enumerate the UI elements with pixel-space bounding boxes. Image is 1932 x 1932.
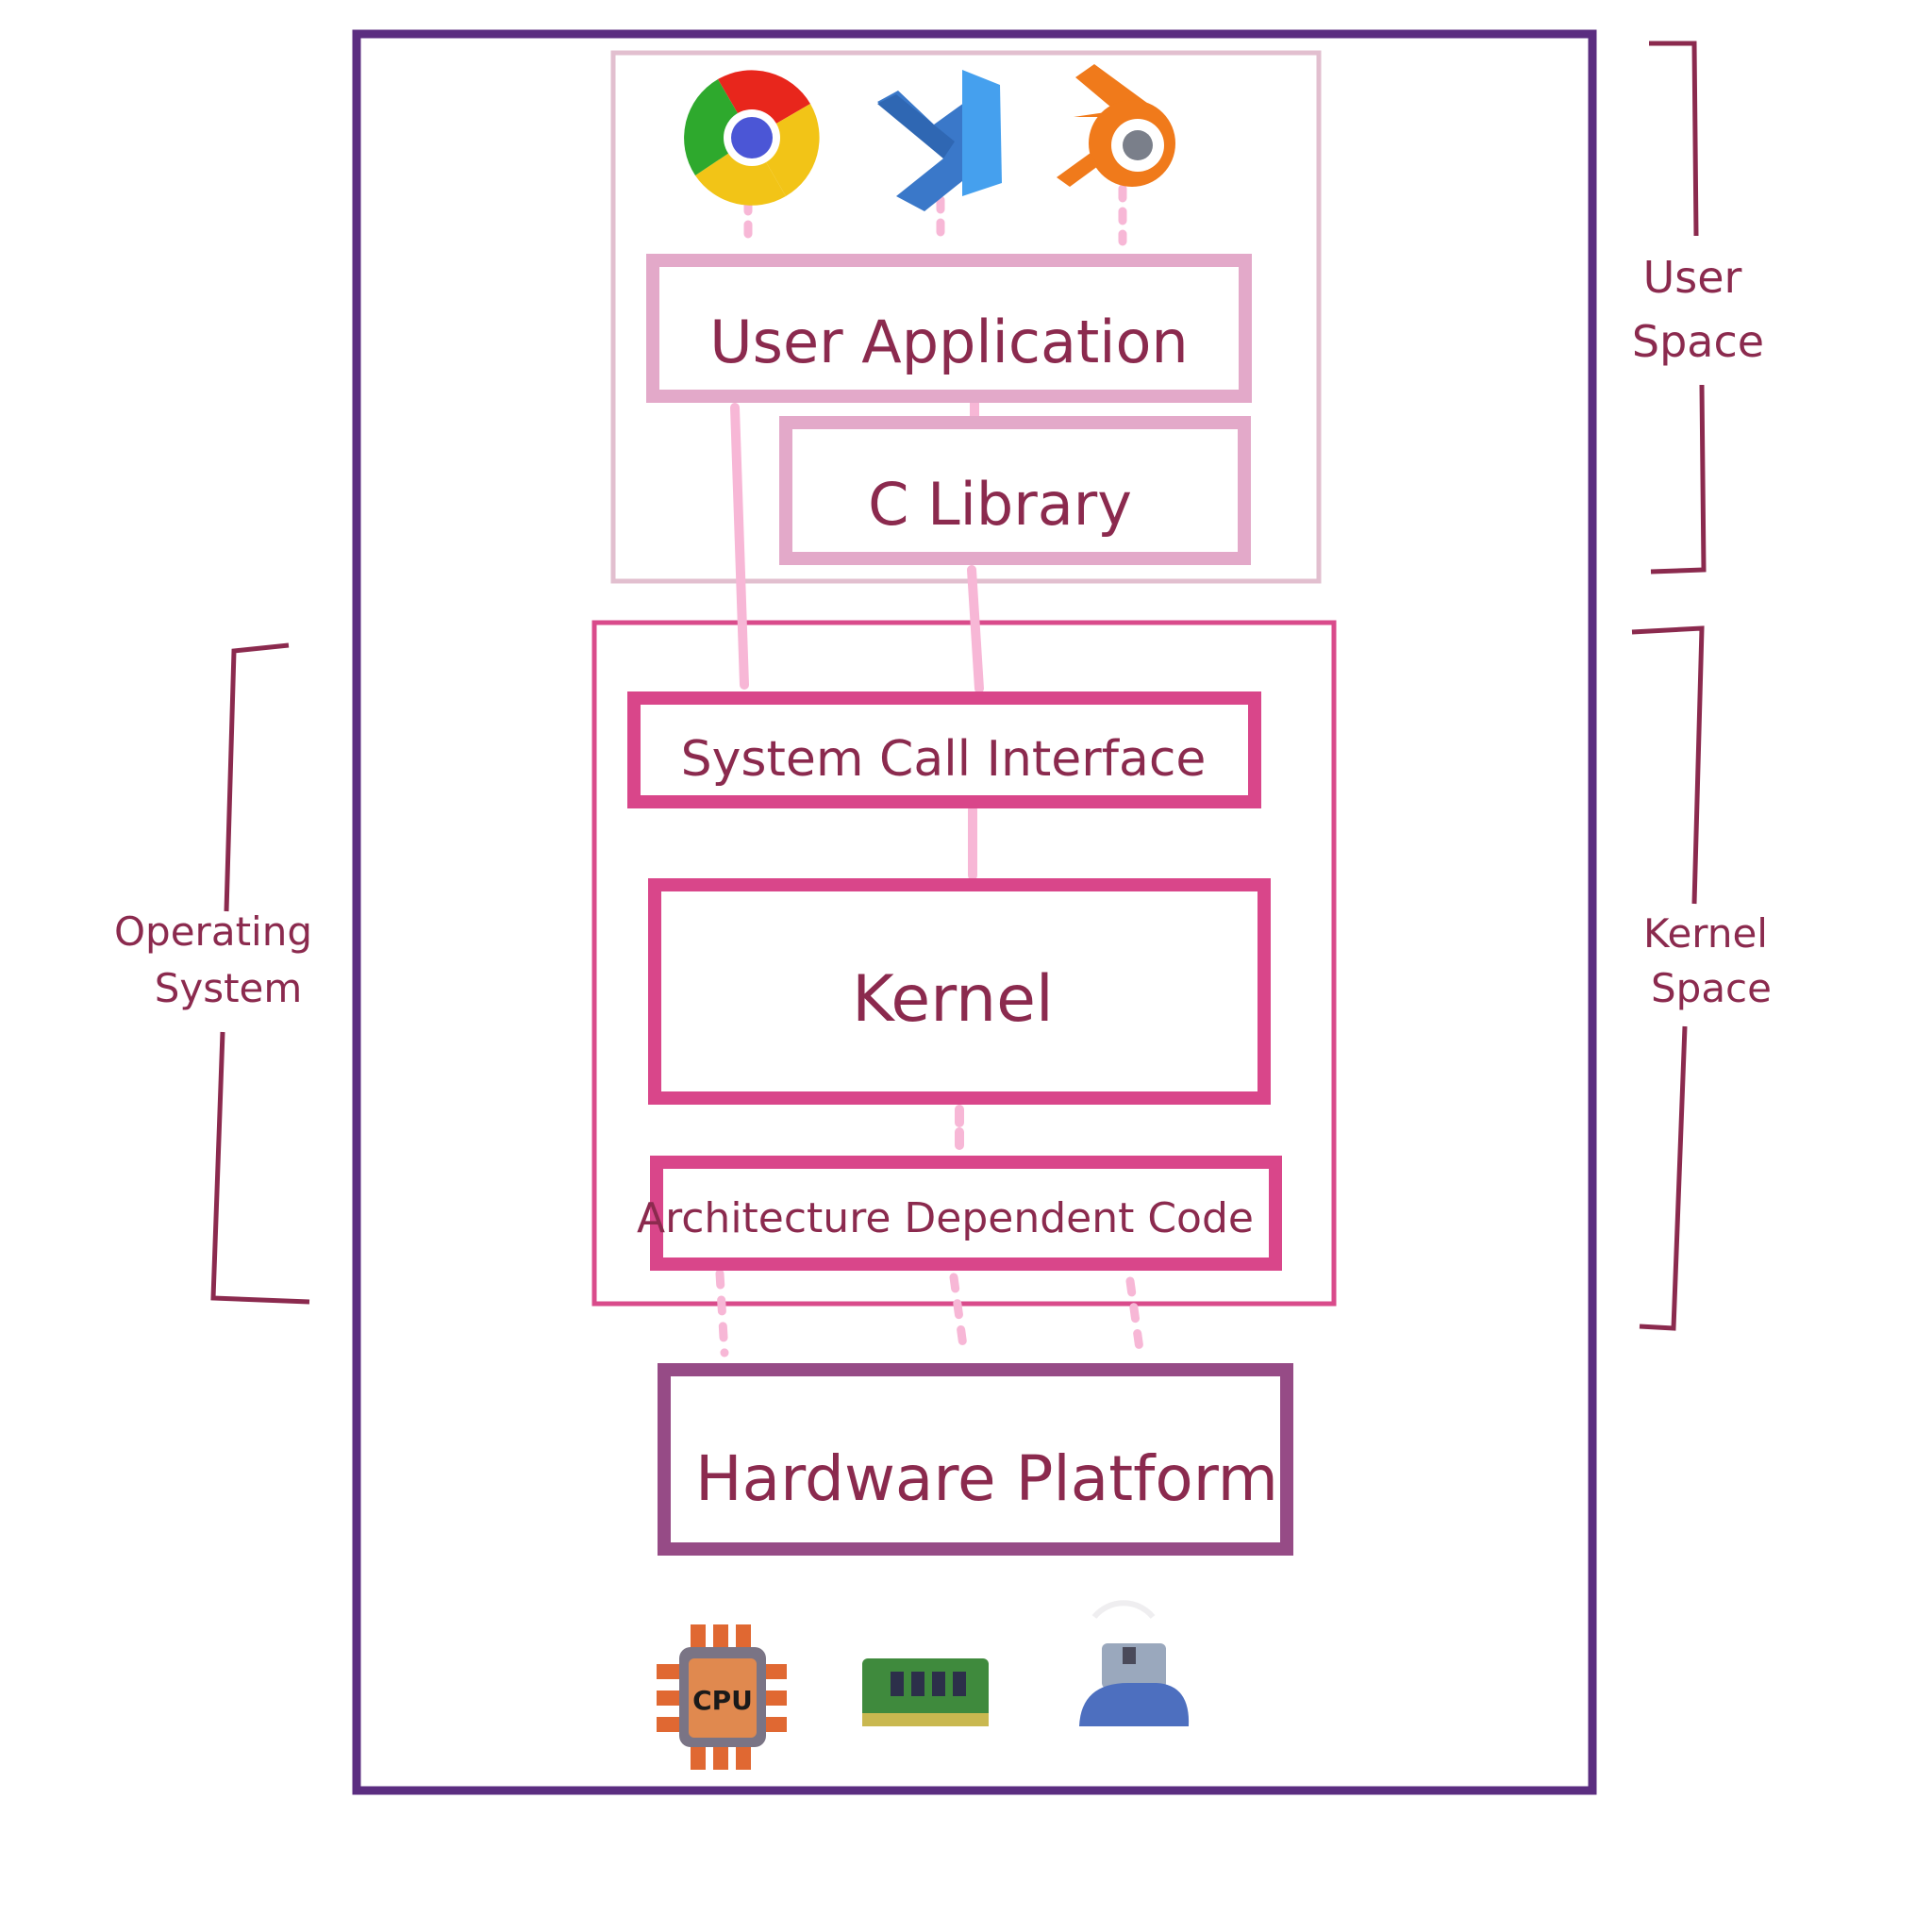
hardware-platform-label: Hardware Platform — [695, 1442, 1278, 1515]
kernel-space-label-line2: Space — [1651, 965, 1772, 1011]
network-device-icon — [1079, 1600, 1190, 1726]
hardware-platform-layer[interactable]: Hardware Platform — [658, 1363, 1293, 1556]
c-library-layer[interactable]: C Library — [779, 416, 1251, 565]
connectors — [715, 184, 1144, 1357]
vscode-icon — [877, 70, 1002, 211]
system-call-interface-label: System Call Interface — [681, 731, 1207, 788]
cpu-icon: CPU — [657, 1624, 787, 1770]
user-application-layer[interactable]: User Application — [646, 254, 1252, 403]
operating-system-bracket — [210, 642, 310, 1305]
architecture-dependent-code-label: Architecture Dependent Code — [637, 1194, 1254, 1242]
cpu-label: CPU — [692, 1685, 753, 1716]
operating-system-label-line1: Operating — [114, 908, 312, 955]
user-application-label: User Application — [709, 308, 1188, 376]
ram-icon — [862, 1658, 989, 1726]
operating-system-label-line2: System — [155, 965, 303, 1011]
user-space-label-line2: Space — [1632, 316, 1764, 367]
kernel-label: Kernel — [852, 962, 1054, 1037]
chrome-icon — [684, 70, 820, 206]
system-call-interface-layer[interactable]: System Call Interface — [627, 691, 1261, 808]
kernel-space-bracket — [1631, 625, 1705, 1331]
kernel-layer[interactable]: Kernel — [648, 878, 1271, 1105]
outer-frame — [352, 29, 1597, 1795]
user-space-frame — [610, 50, 1322, 584]
architecture-dependent-code-layer[interactable]: Architecture Dependent Code — [637, 1156, 1282, 1271]
kernel-space-label-line1: Kernel — [1643, 910, 1768, 957]
blender-icon — [1057, 64, 1175, 187]
kernel-space-frame — [591, 620, 1337, 1307]
user-space-bracket — [1649, 41, 1707, 575]
c-library-label: C Library — [868, 470, 1132, 539]
user-space-label-line1: User — [1643, 252, 1742, 303]
